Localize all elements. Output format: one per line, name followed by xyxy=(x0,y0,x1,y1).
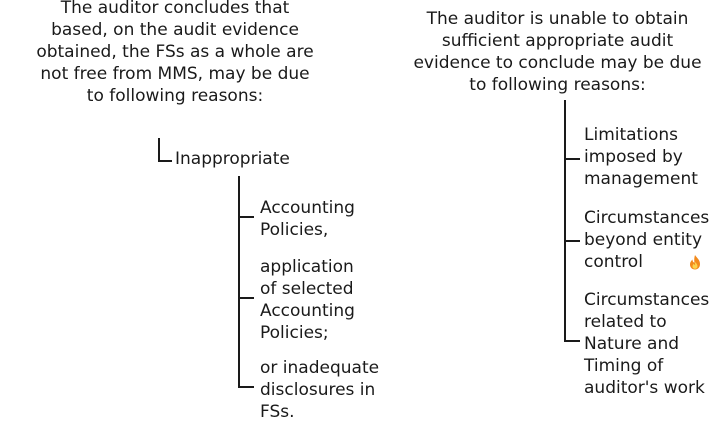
right-heading: The auditor is unable to obtain sufficie… xyxy=(413,9,702,95)
left-connector-vertical xyxy=(158,138,160,162)
left-item-application: application of selected Accounting Polic… xyxy=(260,257,355,343)
left-connector-horizontal xyxy=(158,160,172,162)
left-tree-trunk xyxy=(238,176,240,388)
left-item-inadequate-disclosures: or inadequate disclosures in FSs. xyxy=(260,358,380,422)
left-item-accounting-policies: Accounting Policies, xyxy=(260,198,355,240)
fire-icon xyxy=(688,253,702,272)
left-branch-1 xyxy=(238,216,254,218)
right-item-limitations: Limitations imposed by management xyxy=(584,125,698,189)
right-branch-3 xyxy=(564,340,580,342)
right-tree-trunk xyxy=(564,100,566,342)
right-branch-1 xyxy=(564,158,580,160)
left-branch-2 xyxy=(238,297,254,299)
right-item-circumstances-beyond: Circumstances beyond entity control xyxy=(584,207,709,273)
right-item-circumstances-related: Circumstances related to Nature and Timi… xyxy=(584,290,710,398)
left-heading: The auditor concludes that based, on the… xyxy=(36,0,314,106)
inappropriate-label: Inappropriate xyxy=(175,149,290,169)
right-item-circumstances-beyond-text: Circumstances beyond entity control xyxy=(584,208,710,272)
right-branch-2 xyxy=(564,240,580,242)
left-branch-3 xyxy=(238,386,254,388)
